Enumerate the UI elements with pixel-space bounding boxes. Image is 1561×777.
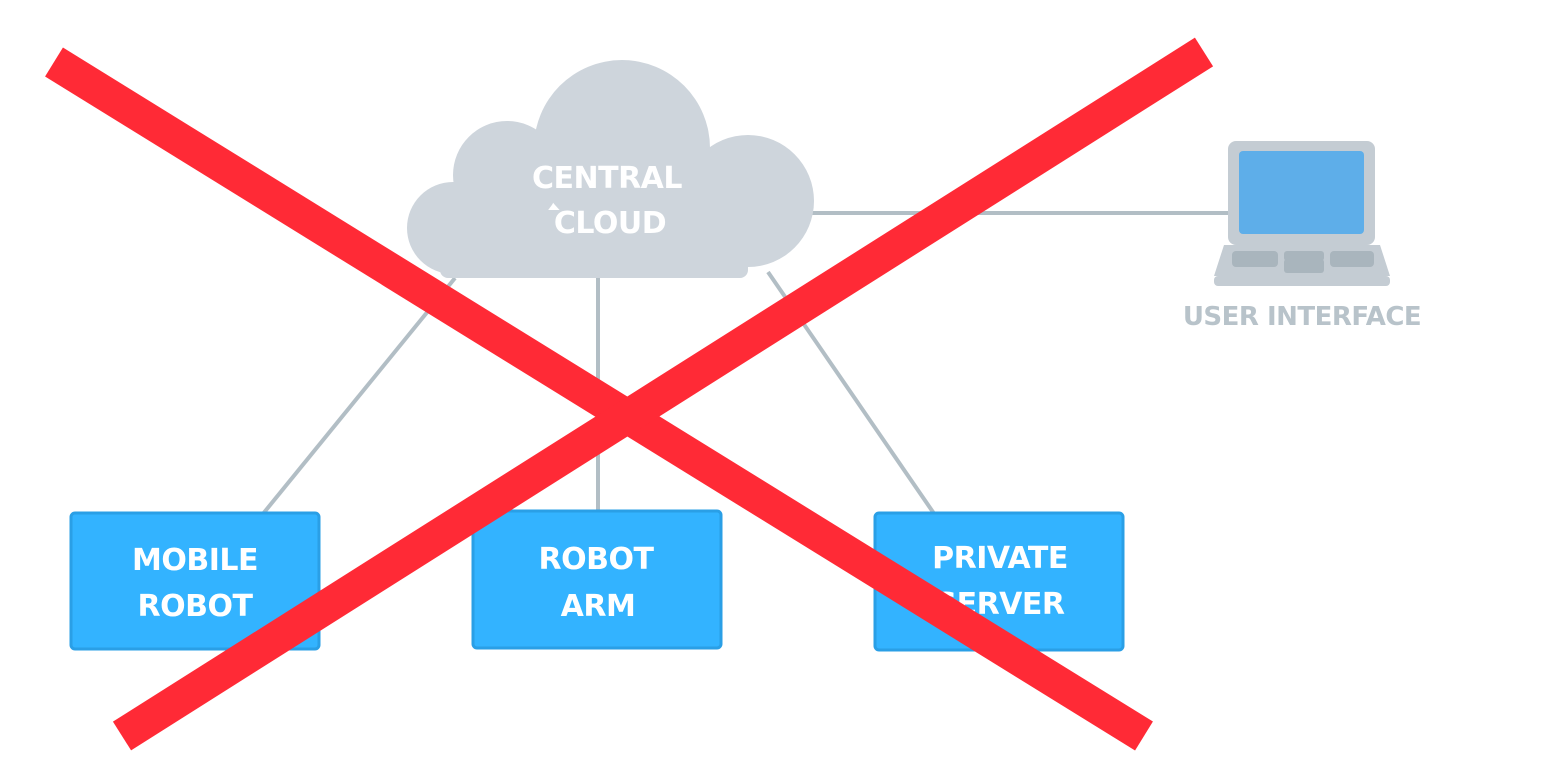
cross-stroke-descending: [45, 47, 1153, 751]
cloud-label-line2: CLOUD: [554, 206, 666, 241]
cross-stroke-ascending: [112, 37, 1214, 751]
cloud-icon: [407, 60, 814, 278]
private-server-label-line1: PRIVATE: [932, 541, 1068, 576]
robot-arm-label-line1: ROBOT: [539, 542, 655, 577]
user-interface-node: USER INTERFACE: [1183, 141, 1422, 332]
robot-arm-node: ROBOT ARM: [471, 509, 723, 650]
red-x-cross-icon: [45, 37, 1214, 751]
laptop-icon: [1214, 141, 1390, 286]
cloud-label-line1: CENTRAL: [532, 161, 682, 196]
user-interface-label: USER INTERFACE: [1183, 302, 1421, 332]
link-cloud-to-mobile-robot: [260, 276, 457, 517]
mobile-robot-box: [69, 511, 321, 651]
mobile-robot-label-line2: ROBOT: [138, 589, 254, 624]
robot-arm-box: [471, 509, 723, 650]
mobile-robot-node: MOBILE ROBOT: [69, 511, 321, 651]
robot-arm-label-line2: ARM: [561, 589, 636, 624]
mobile-robot-label-line1: MOBILE: [132, 543, 258, 578]
central-cloud-node: CENTRAL CLOUD: [407, 60, 814, 278]
